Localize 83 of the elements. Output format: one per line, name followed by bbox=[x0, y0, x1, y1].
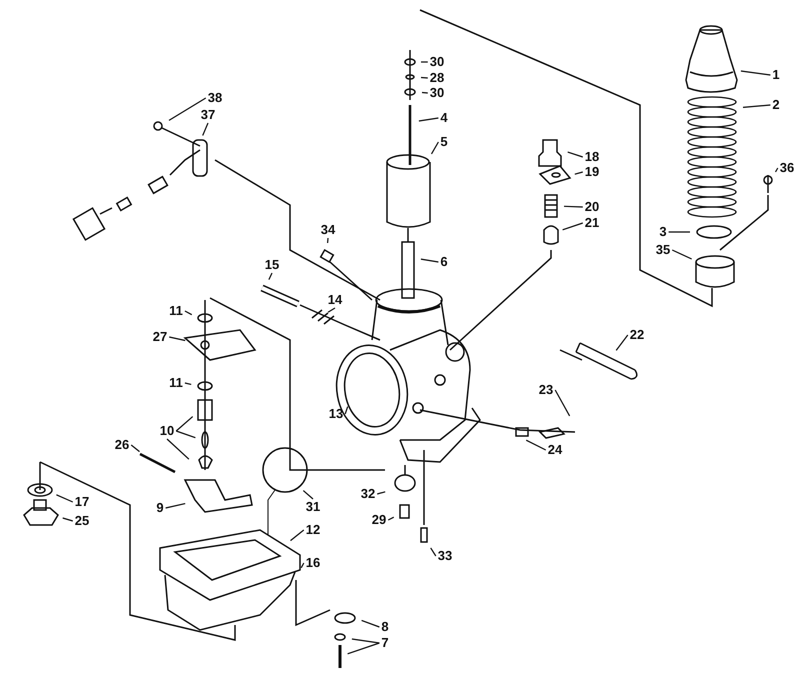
callout-number: 19 bbox=[584, 165, 600, 179]
leader-line bbox=[184, 382, 192, 385]
leader-line bbox=[184, 310, 192, 316]
callout-number: 16 bbox=[306, 556, 320, 570]
leader-line bbox=[130, 444, 140, 452]
leader-line bbox=[176, 430, 196, 438]
callout-number: 25 bbox=[74, 514, 90, 528]
leader-line bbox=[268, 272, 273, 280]
leader-line bbox=[740, 70, 770, 76]
leader-line bbox=[742, 104, 770, 108]
leader-line bbox=[430, 548, 436, 556]
leader-line bbox=[176, 416, 194, 432]
leader-line bbox=[202, 122, 209, 136]
leader-line bbox=[616, 334, 628, 351]
callout-number: 17 bbox=[74, 495, 90, 509]
leader-line bbox=[361, 620, 380, 628]
leader-line bbox=[668, 231, 690, 233]
callout-number: 12 bbox=[306, 523, 320, 537]
leader-line bbox=[430, 142, 439, 154]
leader-line bbox=[377, 491, 386, 495]
leader-line bbox=[300, 562, 304, 568]
leader-line bbox=[564, 206, 583, 208]
callout-number: 10 bbox=[160, 424, 174, 438]
callout-number: 35 bbox=[656, 243, 670, 257]
callout-number: 36 bbox=[780, 161, 794, 175]
leader-line bbox=[418, 117, 438, 122]
callout-number: 30 bbox=[430, 86, 444, 100]
leader-line bbox=[562, 222, 583, 230]
leader-line bbox=[388, 516, 394, 521]
leader-line bbox=[166, 438, 190, 460]
callout-number: 4 bbox=[440, 111, 448, 125]
callout-number: 8 bbox=[381, 620, 389, 634]
leader-line bbox=[347, 642, 380, 654]
leader-line bbox=[290, 530, 304, 542]
leader-line bbox=[169, 336, 186, 342]
callout-number: 18 bbox=[584, 150, 600, 164]
leader-line bbox=[344, 406, 348, 414]
leader-line bbox=[327, 238, 329, 244]
leader-line bbox=[165, 503, 186, 509]
leader-line bbox=[526, 440, 546, 451]
callout-number: 33 bbox=[438, 549, 452, 563]
leader-line bbox=[302, 490, 314, 500]
leader-line bbox=[62, 517, 73, 522]
leader-line bbox=[568, 152, 583, 158]
callout-number: 29 bbox=[372, 513, 386, 527]
callout-number: 2 bbox=[772, 98, 780, 112]
leader-line bbox=[328, 307, 336, 313]
leader-line bbox=[672, 249, 692, 260]
callout-number: 20 bbox=[584, 200, 600, 214]
leader-line bbox=[420, 76, 428, 79]
callout-number: 11 bbox=[169, 376, 183, 390]
callout-number: 15 bbox=[264, 258, 280, 272]
callout-number: 9 bbox=[156, 501, 164, 515]
leader-line bbox=[774, 168, 778, 172]
leader-line bbox=[168, 97, 206, 121]
callout-number: 7 bbox=[381, 636, 389, 650]
callout-number: 3 bbox=[659, 225, 667, 239]
callout-number: 5 bbox=[440, 135, 448, 149]
callout-number: 26 bbox=[114, 438, 130, 452]
callout-number: 30 bbox=[430, 55, 444, 69]
callout-number: 31 bbox=[306, 500, 320, 514]
callout-number: 28 bbox=[430, 71, 444, 85]
leader-line bbox=[352, 638, 380, 644]
leader-line bbox=[56, 494, 74, 503]
callout-number: 32 bbox=[360, 487, 376, 501]
callout-number: 27 bbox=[152, 330, 168, 344]
callout-number: 13 bbox=[328, 407, 344, 421]
callout-number: 38 bbox=[208, 91, 222, 105]
callout-number: 23 bbox=[538, 383, 554, 397]
callout-number: 11 bbox=[169, 304, 183, 318]
callout-number: 34 bbox=[320, 223, 336, 237]
callout-number: 22 bbox=[630, 328, 644, 342]
callout-number: 37 bbox=[200, 108, 216, 122]
callout-number: 24 bbox=[548, 443, 562, 457]
leader-line bbox=[422, 92, 428, 94]
callout-number: 1 bbox=[772, 68, 780, 82]
leader-line bbox=[421, 61, 428, 63]
callout-number: 14 bbox=[328, 293, 342, 307]
callout-number: 21 bbox=[584, 216, 600, 230]
callout-number: 6 bbox=[440, 255, 448, 269]
leader-line bbox=[554, 390, 570, 416]
leader-line bbox=[420, 258, 438, 263]
leader-line bbox=[574, 171, 583, 175]
